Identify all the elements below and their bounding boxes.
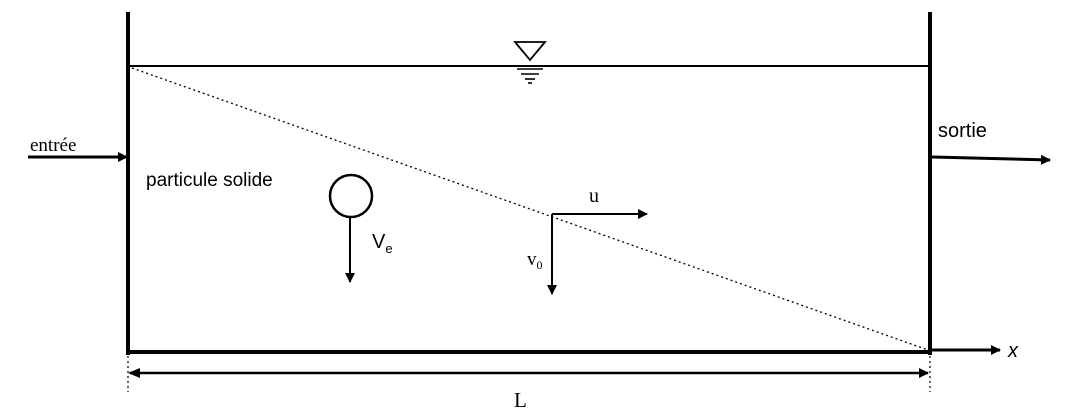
particle-label: particule solide	[146, 170, 273, 191]
horizontal-velocity-label: u	[589, 185, 599, 207]
settling-velocity-label: Ve	[372, 231, 393, 256]
x-axis-label: x	[1007, 340, 1019, 362]
solid-particle	[328, 173, 374, 219]
outlet-label: sortie	[938, 120, 987, 142]
water-level-symbol	[513, 41, 547, 84]
outlet-arrow	[931, 154, 1051, 165]
length-arrow-left-head	[128, 368, 140, 378]
length-label: L	[514, 388, 527, 412]
vertical-velocity-label: v0	[527, 249, 543, 272]
particle-trajectory	[131, 67, 929, 351]
inlet-label: entrée	[30, 135, 76, 156]
